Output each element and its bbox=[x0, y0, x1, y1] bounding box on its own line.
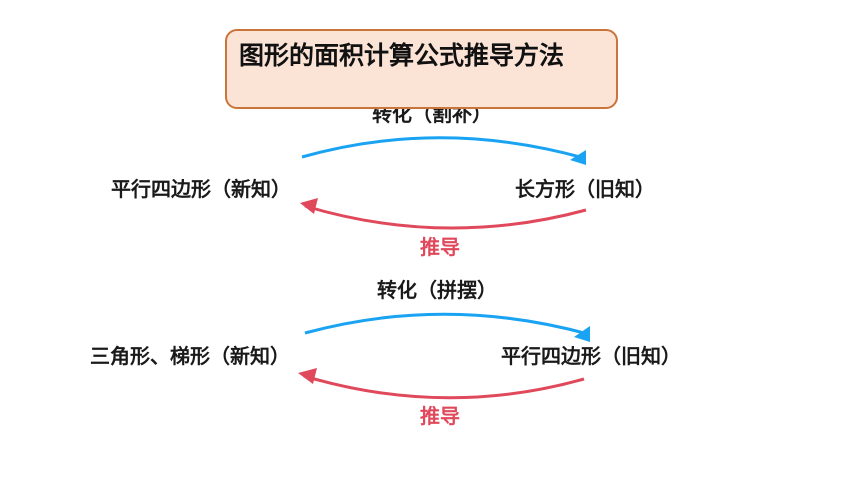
row2-right-label: 平行四边形（旧知） bbox=[501, 344, 681, 368]
row1-right-label: 长方形（旧知） bbox=[515, 177, 655, 201]
row1-derive-label: 推导 bbox=[420, 235, 460, 259]
row1-forward-arrowhead bbox=[570, 150, 586, 165]
row2-forward-arrow bbox=[304, 312, 589, 336]
page-title: 图形的面积计算公式推导方法 bbox=[225, 29, 618, 109]
row2-forward-arrowhead bbox=[574, 326, 590, 342]
row1-back-arrowhead bbox=[300, 198, 318, 214]
row1-forward-arrow bbox=[301, 136, 585, 160]
row2-derive-label: 推导 bbox=[420, 404, 460, 428]
row2-transform-label: 转化（拼摆） bbox=[377, 278, 497, 302]
row2-back-arrow bbox=[303, 374, 585, 400]
row1-back-arrow bbox=[304, 204, 587, 230]
row1-left-label: 平行四边形（新知） bbox=[111, 177, 291, 201]
row2-back-arrowhead bbox=[298, 368, 317, 384]
row2-left-label: 三角形、梯形（新知） bbox=[90, 344, 290, 368]
